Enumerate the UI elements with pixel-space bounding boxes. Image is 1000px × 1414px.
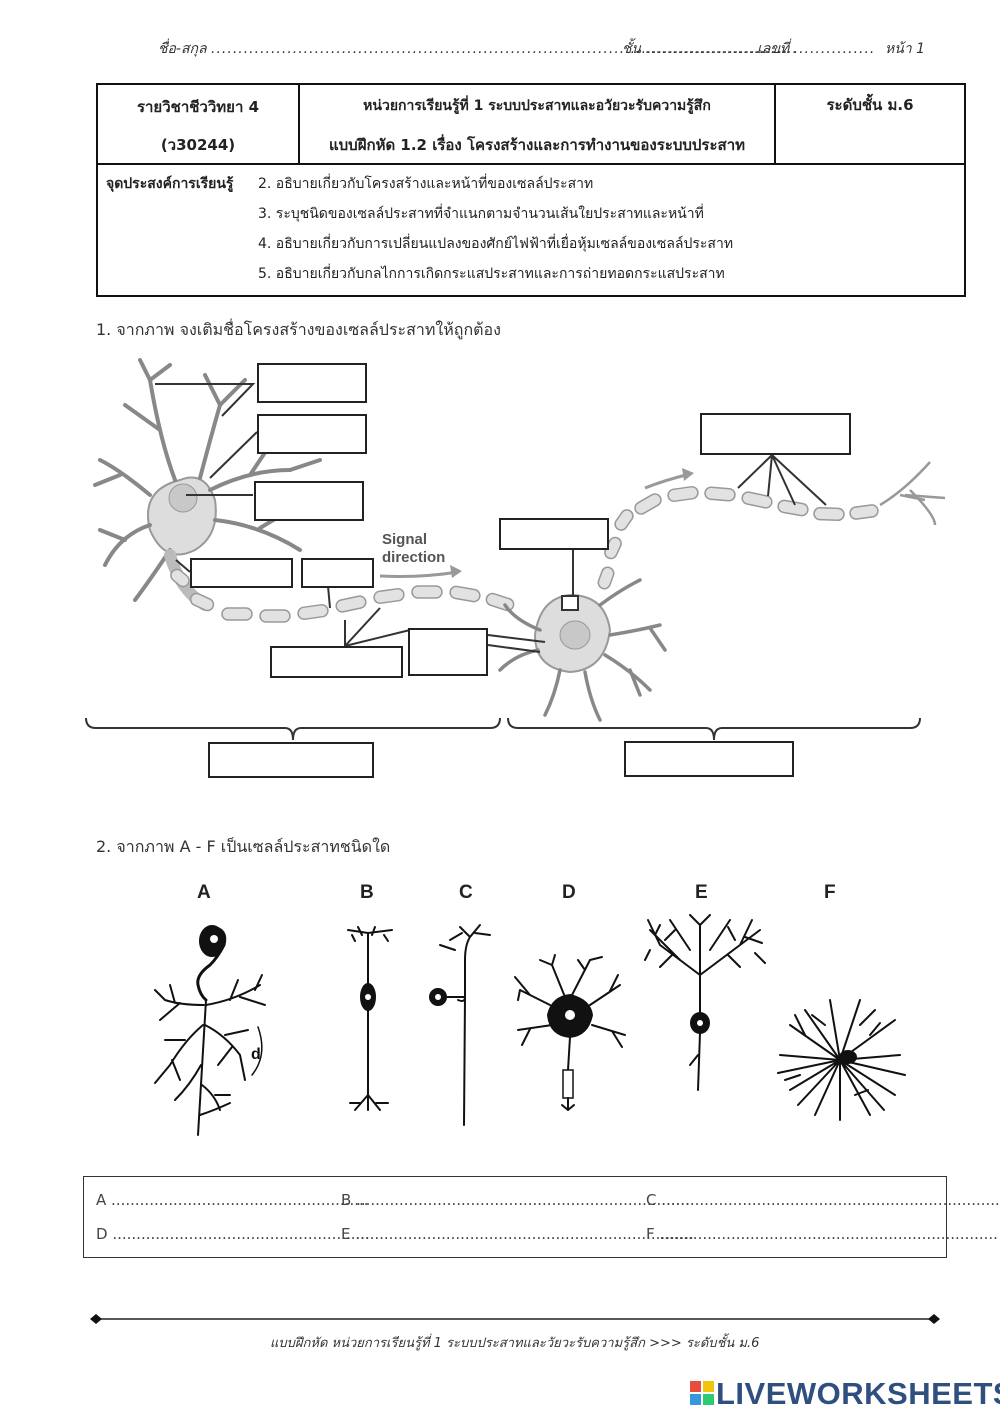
cell-label-f: F — [824, 882, 836, 903]
footer-divider — [90, 1314, 940, 1324]
answers-box: A ......................................… — [83, 1176, 1000, 1258]
brand-name: LIVEWORKSHEETS — [716, 1376, 1000, 1411]
exercise-title: แบบฝึกหัด 1.2 เรื่อง โครงสร้างและการทำงา… — [328, 136, 746, 154]
answer-b[interactable]: B ......................................… — [341, 1191, 695, 1209]
course-info-table: รายวิชาชีววิทยา 4 (ว30244) หน่วยการเรียน… — [96, 83, 966, 297]
cell-label-d: D — [562, 882, 576, 903]
label-box-cell-body[interactable] — [257, 414, 367, 454]
objective-item: 3. ระบุชนิดของเซลล์ประสาทที่จำแนกตามจำนว… — [258, 206, 704, 222]
neuron-f — [777, 999, 906, 1121]
neuron-types-figure: d — [154, 914, 906, 1136]
axon-1 — [170, 568, 515, 623]
label-box-axon-hillock[interactable] — [190, 558, 293, 588]
footer-text: แบบฝึกหัด หน่วยการเรียนรู้ที่ 1 ระบบประส… — [270, 1336, 760, 1351]
cell-label-e: E — [695, 882, 708, 903]
neuron-e — [644, 914, 766, 1091]
label-box-synaptic-region[interactable] — [499, 518, 609, 550]
number-line: เลขที่ ............... — [757, 41, 876, 57]
neuron-b — [347, 926, 393, 1111]
grade-level: ระดับชั้น ม.6 — [774, 83, 966, 165]
neuron-a — [154, 925, 266, 1136]
objective-item: 4. อธิบายเกี่ยวกับการเปลี่ยนแปลงของศักย์… — [258, 236, 734, 252]
label-box-axon[interactable] — [270, 646, 403, 678]
label-box-dendrite[interactable] — [257, 363, 367, 403]
cell-label-a: A — [197, 882, 211, 903]
neuron-diagram: Signal direction — [85, 358, 946, 741]
answer-d[interactable]: D ......................................… — [96, 1225, 370, 1243]
answer-f[interactable]: F ......................................… — [646, 1225, 998, 1243]
question-1-prompt: 1. จากภาพ จงเติมชื่อโครงสร้างของเซลล์ประ… — [96, 320, 501, 339]
d-label: d — [251, 1046, 261, 1063]
signal-arrow — [379, 570, 459, 578]
unit-title: หน่วยการเรียนรู้ที่ 1 ระบบประสาทและอวัยว… — [363, 98, 711, 114]
brand-icon — [690, 1381, 714, 1405]
signal-arrow-2-head — [682, 468, 694, 481]
class-line: ชั้น ............................ — [622, 41, 799, 57]
signal-label-2: direction — [382, 549, 445, 566]
objective-item: 5. อธิบายเกี่ยวกับกลไกการเกิดกระแสประสาท… — [258, 266, 725, 282]
neuron-c — [429, 924, 491, 1126]
pointer-lines — [155, 383, 827, 653]
neuron-d — [514, 954, 626, 1111]
label-box-myelin[interactable] — [700, 413, 851, 455]
answer-a[interactable]: A ......................................… — [96, 1191, 369, 1209]
label-box-neuron-1[interactable] — [208, 742, 374, 778]
cell-label-b: B — [360, 882, 374, 903]
label-box-nucleus[interactable] — [254, 481, 364, 521]
objective-item: 2. อธิบายเกี่ยวกับโครงสร้างและหน้าที่ของ… — [258, 176, 594, 192]
label-box-node[interactable] — [301, 558, 374, 588]
signal-arrow-head — [450, 565, 462, 578]
axon-terminals — [879, 461, 946, 526]
signal-label-1: Signal — [382, 531, 427, 548]
axon-2 — [597, 485, 879, 590]
label-box-neuron-2[interactable] — [624, 741, 794, 777]
cell-label-c: C — [459, 882, 473, 903]
label-box-synapse[interactable] — [408, 628, 488, 676]
objectives-label: จุดประสงค์การเรียนรู้ — [106, 176, 234, 192]
objectives-list: 2. อธิบายเกี่ยวกับโครงสร้างและหน้าที่ของ… — [258, 169, 956, 289]
answer-e[interactable]: E ......................................… — [341, 1225, 694, 1243]
subject-name: รายวิชาชีววิทยา 4 — [136, 98, 260, 116]
answer-c[interactable]: C ......................................… — [646, 1191, 1000, 1209]
subject-code: (ว30244) — [160, 136, 236, 154]
name-line: ชื่อ-สกุล ..............................… — [158, 41, 789, 57]
question-2-prompt: 2. จากภาพ A - F เป็นเซลล์ประสาทชนิดใด — [96, 837, 391, 856]
braces — [85, 717, 921, 741]
page-number: หน้า 1 — [885, 41, 926, 57]
brand-logo: LIVEWORKSHEETS — [690, 1376, 1000, 1412]
